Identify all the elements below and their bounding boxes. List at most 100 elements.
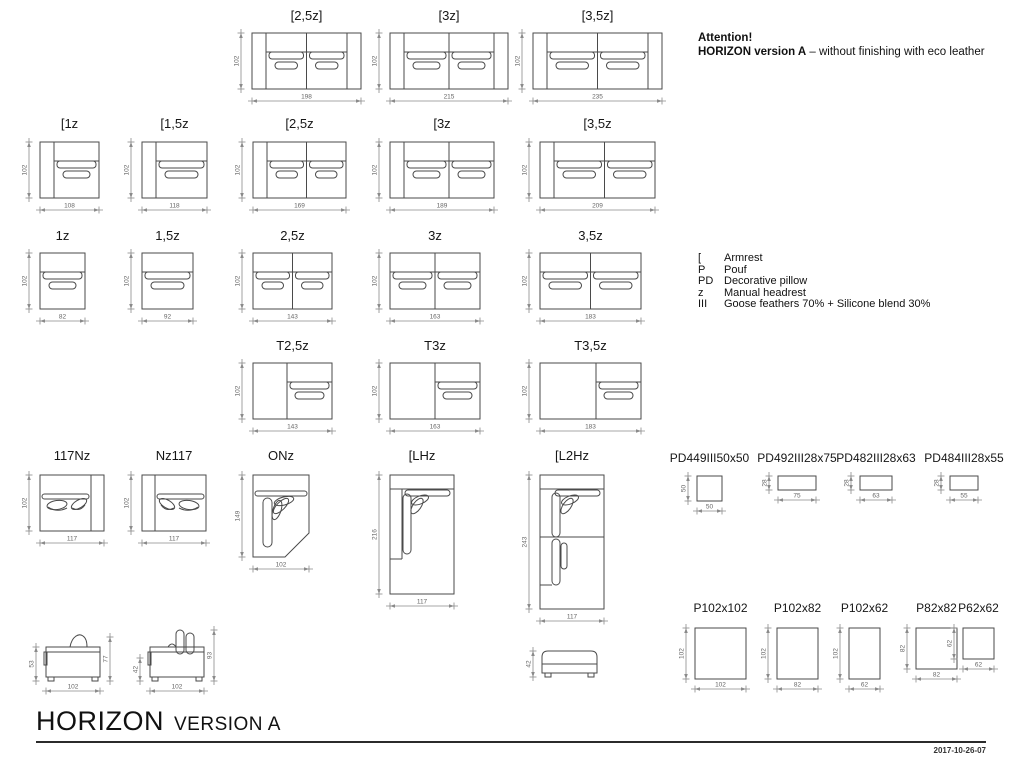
- attention-product: HORIZON version A: [698, 46, 807, 58]
- module-label: ONz: [268, 448, 294, 463]
- svg-text:62: 62: [947, 640, 954, 648]
- width-dimension: 82: [36, 314, 89, 325]
- item-label: P62x62: [958, 601, 999, 615]
- depth-dimension: 102: [372, 138, 383, 202]
- svg-text:216: 216: [372, 529, 379, 540]
- depth-dimension: 50: [681, 472, 692, 505]
- depth-dimension: 102: [522, 359, 533, 423]
- module-label: 3z: [428, 228, 442, 243]
- width-dimension: 75: [774, 493, 820, 504]
- pillow-pd482iii28x63: PD482III28x63 28 63: [836, 451, 916, 504]
- width-dimension: 209: [536, 203, 659, 214]
- svg-text:102: 102: [761, 648, 768, 659]
- width-dimension: 235: [529, 94, 666, 105]
- attention-note: Attention! HORIZON version A – without f…: [698, 31, 985, 59]
- width-dimension: 55: [946, 493, 982, 504]
- legend-desc: Decorative pillow: [724, 275, 808, 288]
- svg-text:53: 53: [29, 660, 36, 668]
- side-view-ottoman: 42: [526, 647, 598, 681]
- depth-dimension: 77: [103, 633, 114, 685]
- attention-detail: – without finishing with eco leather: [806, 46, 985, 58]
- footer-title: HORIZON VERSION A: [36, 706, 281, 737]
- svg-text:102: 102: [372, 164, 379, 175]
- svg-text:28: 28: [762, 479, 769, 487]
- svg-text:243: 243: [522, 536, 529, 547]
- svg-text:117: 117: [169, 536, 180, 543]
- svg-text:82: 82: [900, 645, 907, 653]
- svg-text:50: 50: [681, 485, 688, 493]
- module-label: [2,5z: [285, 116, 313, 131]
- depth-dimension: 149: [235, 471, 246, 561]
- svg-text:102: 102: [124, 497, 131, 508]
- module-label: [3z: [433, 116, 450, 131]
- svg-text:108: 108: [64, 203, 75, 210]
- svg-text:143: 143: [287, 424, 298, 431]
- legend-item: [Armrest: [698, 252, 930, 265]
- depth-dimension: 42: [133, 654, 144, 685]
- depth-dimension: 102: [522, 249, 533, 313]
- width-dimension: 62: [845, 682, 884, 693]
- depth-dimension: 102: [833, 624, 844, 683]
- svg-text:50: 50: [706, 504, 714, 511]
- svg-text:62: 62: [861, 682, 869, 689]
- depth-dimension: 28: [844, 472, 855, 494]
- depth-dimension: 82: [900, 624, 911, 673]
- width-dimension: 198: [248, 94, 365, 105]
- width-dimension: 82: [912, 672, 961, 683]
- svg-text:189: 189: [437, 203, 448, 210]
- width-dimension: 183: [536, 424, 645, 435]
- legend-desc: Goose feathers 70% + Silicone blend 30%: [724, 298, 931, 311]
- svg-text:63: 63: [872, 493, 880, 500]
- width-dimension: 117: [36, 536, 108, 547]
- svg-text:102: 102: [522, 275, 529, 286]
- width-dimension: 183: [536, 314, 645, 325]
- depth-dimension: 102: [515, 29, 526, 93]
- depth-dimension: 102: [124, 249, 135, 313]
- product-name: HORIZON: [36, 706, 164, 736]
- item-label: PD482III28x63: [836, 451, 916, 465]
- legend-desc: Pouf: [724, 263, 747, 276]
- module-label: 117Nz: [54, 448, 91, 463]
- depth-dimension: 102: [679, 624, 690, 683]
- svg-text:143: 143: [287, 314, 298, 321]
- module-label: [3z]: [439, 8, 460, 23]
- depth-dimension: 102: [522, 138, 533, 202]
- svg-text:117: 117: [567, 614, 578, 621]
- svg-text:102: 102: [172, 684, 183, 691]
- svg-text:92: 92: [164, 314, 172, 321]
- item-label: PD449III50x50: [670, 451, 750, 465]
- module-label: [2,5z]: [291, 8, 323, 23]
- depth-dimension: 42: [526, 647, 537, 681]
- svg-text:82: 82: [933, 672, 941, 679]
- width-dimension: 189: [386, 203, 498, 214]
- svg-text:163: 163: [430, 424, 441, 431]
- svg-text:28: 28: [844, 479, 851, 487]
- svg-text:102: 102: [22, 275, 29, 286]
- svg-text:75: 75: [793, 493, 801, 500]
- width-dimension: 117: [386, 599, 458, 610]
- width-dimension: 143: [249, 424, 336, 435]
- svg-text:209: 209: [592, 203, 603, 210]
- module-label: 2,5z: [280, 228, 305, 243]
- legend-key: z: [698, 286, 704, 299]
- attention-text: HORIZON version A – without finishing wi…: [698, 45, 985, 59]
- svg-text:117: 117: [67, 536, 78, 543]
- footer-divider-line: [36, 741, 986, 743]
